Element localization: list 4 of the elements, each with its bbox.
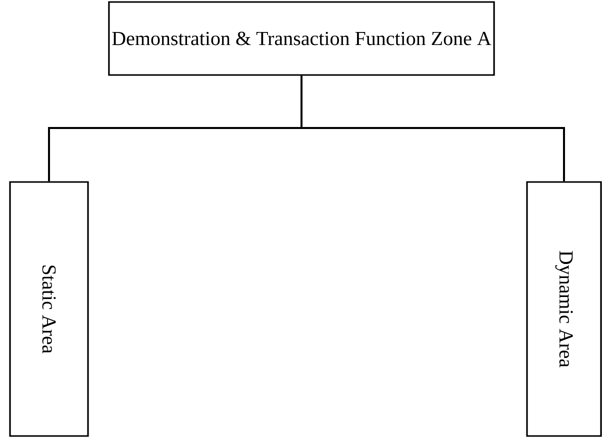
area-box: Static Area <box>9 181 89 437</box>
zone-box: Demonstration & Transaction Function Zone A <box>108 1 495 76</box>
connector-line <box>300 76 565 182</box>
area-box: Dynamic Area <box>526 181 602 437</box>
